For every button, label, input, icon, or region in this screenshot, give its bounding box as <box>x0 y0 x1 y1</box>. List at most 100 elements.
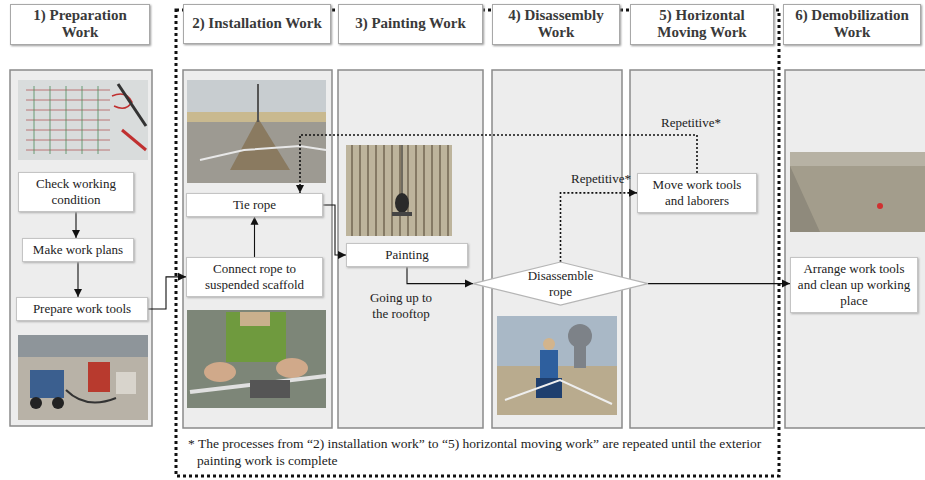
wheel <box>52 397 64 409</box>
blueprint-grid <box>50 86 51 154</box>
wheel <box>30 397 42 409</box>
ventilator <box>574 346 586 368</box>
facade-stripes <box>423 145 425 236</box>
tools-photo <box>18 335 148 420</box>
repeat-arrow <box>561 189 638 262</box>
photo-ground <box>187 310 326 408</box>
photo-ground <box>18 335 148 420</box>
repeat-bracket <box>176 10 779 476</box>
painting-photo <box>346 145 452 236</box>
facade-stripes <box>375 145 377 236</box>
pen <box>118 84 146 126</box>
object <box>877 203 883 209</box>
hand <box>276 358 308 378</box>
facade-stripes <box>415 145 417 236</box>
node-text: 4) Disassembly Work <box>501 7 611 42</box>
anchor-block <box>230 118 290 170</box>
photo-wall <box>18 335 148 357</box>
photo-ground <box>346 145 452 236</box>
process-box: Check working condition <box>18 172 134 212</box>
process-box: Connect rope to suspended scaffold <box>186 257 323 297</box>
facade-stripes <box>351 145 353 236</box>
scaffold-clamp <box>250 380 290 398</box>
blueprint-grid <box>26 130 110 131</box>
blueprint-grid <box>26 100 110 101</box>
footnote: * The processes from “2) installation wo… <box>188 436 777 470</box>
step-header: 4) Disassembly Work <box>492 4 620 45</box>
edge-label: Repetitive* <box>566 171 636 187</box>
arrow-head <box>74 289 82 297</box>
flow-arrow <box>648 280 790 288</box>
node-text: 3) Painting Work <box>355 15 466 32</box>
blueprint-grid <box>26 110 110 111</box>
connector-line <box>407 267 473 284</box>
blueprint-photo <box>18 80 148 160</box>
step-header: 2) Installation Work <box>183 4 331 44</box>
flow-arrow <box>407 267 473 288</box>
paint-bucket <box>88 362 110 392</box>
safety-vest <box>226 312 286 362</box>
blueprint-grid <box>26 120 110 121</box>
node-text: Connect rope to suspended scaffold <box>191 261 318 293</box>
edge-label: Going up to the rooftop <box>362 290 440 321</box>
facade-stripes <box>447 145 449 236</box>
seat-board <box>392 212 412 216</box>
flow-arrow <box>251 217 259 257</box>
pole <box>257 84 259 122</box>
node-text: Disassemble rope <box>523 268 598 299</box>
connector-line <box>254 217 255 257</box>
worker <box>540 350 558 378</box>
facade-stripes <box>383 145 385 236</box>
process-box: Painting <box>346 243 468 267</box>
node-text: 6) Demobilization Work <box>792 7 912 42</box>
disassembly-photo <box>497 316 617 415</box>
column-panel <box>10 70 152 426</box>
column-panel <box>785 70 925 428</box>
node-text: Move work tools and laborers <box>642 177 752 209</box>
rope <box>402 145 403 196</box>
connector-line <box>75 212 76 238</box>
node-text: 1) Preparation Work <box>19 7 141 42</box>
paint-can <box>116 372 136 394</box>
column-panel <box>630 70 774 428</box>
column-panel <box>10 70 925 428</box>
flow-arrow <box>148 273 186 309</box>
edge-label: Repetitive* <box>652 115 730 131</box>
node-text: Check working condition <box>23 176 129 208</box>
blueprint-grid <box>82 86 83 154</box>
process-box: Move work tools and laborers <box>637 173 757 213</box>
facade-stripes <box>431 145 433 236</box>
parapet <box>790 152 925 166</box>
blueprint-grid <box>26 150 110 151</box>
ventilator <box>568 324 592 348</box>
pump-machine <box>30 370 64 398</box>
arrow-head <box>338 251 346 259</box>
step-header: 3) Painting Work <box>338 4 483 44</box>
node-text: Painting <box>351 247 463 263</box>
worker-head <box>543 338 555 350</box>
connector-line <box>148 277 186 309</box>
node-text: 5) Horizontal Moving Work <box>639 7 765 42</box>
scaffold-photo <box>187 310 326 408</box>
column-panel <box>492 70 622 428</box>
process-box: Tie rope <box>186 193 323 217</box>
decision-diamond: Disassemble rope <box>473 262 648 305</box>
rope-tie-photo <box>187 80 326 183</box>
process-box: Arrange work tools and clean up working … <box>790 257 918 313</box>
arrow-head <box>629 189 637 197</box>
column-panel <box>338 70 483 428</box>
arrow-head <box>72 230 80 238</box>
rope <box>505 380 612 404</box>
photo-ground <box>497 316 617 415</box>
connector-line <box>561 193 638 262</box>
hose <box>66 390 116 403</box>
facade-stripes <box>352 145 448 236</box>
node-text: Tie rope <box>191 197 318 213</box>
arrow-head <box>465 280 473 288</box>
cleanup-photo <box>790 152 925 232</box>
blueprint-grid <box>26 140 110 141</box>
node-text: Make work plans <box>27 242 129 258</box>
photo-ground <box>790 152 925 232</box>
connector-line <box>77 262 78 297</box>
